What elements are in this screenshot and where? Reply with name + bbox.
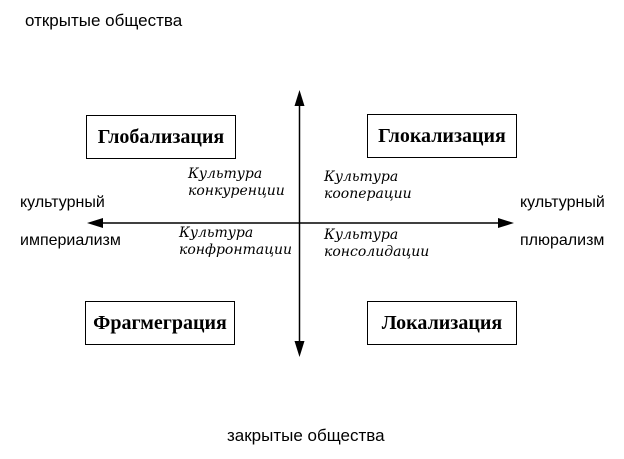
culture-competition-line1: Культура bbox=[188, 166, 263, 182]
quadrant-box-glocalization: Глокализация bbox=[367, 114, 517, 158]
quadrant-box-localization: Локализация bbox=[367, 301, 517, 345]
arrow-down-icon bbox=[294, 341, 305, 357]
open-societies-label: открытые общества bbox=[25, 11, 183, 30]
culture-competition-line2: конкуренции bbox=[188, 183, 285, 199]
closed-societies-label: закрытые общества bbox=[227, 426, 385, 445]
culture-cooperation-label: Культура кооперации bbox=[324, 169, 412, 203]
quadrant-label-localization: Локализация bbox=[381, 311, 503, 334]
quadrant-label-fragmegration: Фрагмеграция bbox=[93, 311, 227, 334]
culture-confrontation-line2: конфронтации bbox=[179, 242, 293, 258]
quadrant-box-fragmegration: Фрагмеграция bbox=[85, 301, 235, 345]
arrow-up-icon bbox=[294, 90, 305, 106]
culture-consolidation-label: Культура консолидации bbox=[324, 227, 429, 261]
culture-consolidation-line1: Культура bbox=[324, 227, 399, 243]
arrow-right-icon bbox=[498, 218, 514, 228]
cultural-pluralism-line2: плюрализм bbox=[520, 232, 605, 249]
quadrant-label-globalization: Глобализация bbox=[97, 125, 225, 148]
quadrant-label-glocalization: Глокализация bbox=[378, 124, 506, 147]
culture-confrontation-label: Культура конфронтации bbox=[179, 225, 292, 259]
cultural-pluralism-label: культурный плюрализм bbox=[520, 194, 605, 250]
cultural-imperialism-label: культурный империализм bbox=[20, 194, 121, 250]
quadrant-box-globalization: Глобализация bbox=[86, 115, 236, 159]
cultural-imperialism-line2: империализм bbox=[20, 232, 121, 249]
culture-cooperation-line1: Культура bbox=[324, 169, 399, 185]
arrow-left-icon bbox=[87, 218, 103, 228]
culture-confrontation-line1: Культура bbox=[179, 225, 254, 241]
culture-competition-label: Культура конкуренции bbox=[188, 166, 285, 200]
culture-cooperation-line2: кооперации bbox=[324, 186, 412, 202]
culture-consolidation-line2: консолидации bbox=[324, 244, 430, 260]
cultural-imperialism-line1: культурный bbox=[20, 194, 105, 211]
cultural-pluralism-line1: культурный bbox=[520, 194, 605, 211]
